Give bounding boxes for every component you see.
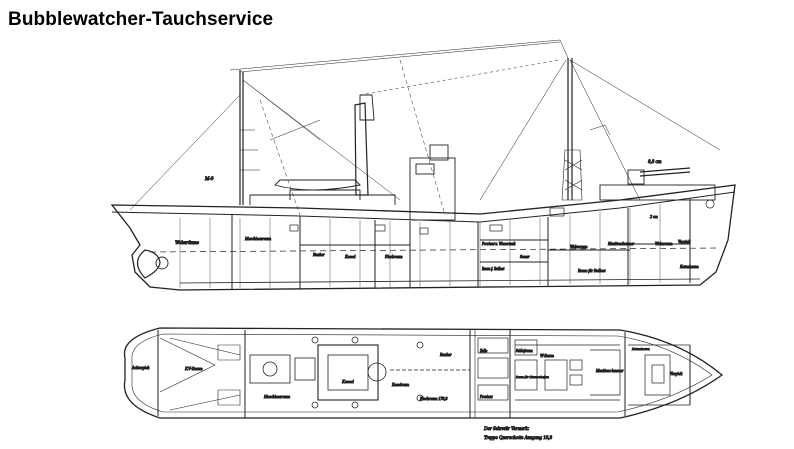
- label-raum-mannschaften: Raum für Mannschaften: [515, 375, 549, 379]
- label-raum-ballast-2: Raum für Ballast: [577, 268, 606, 273]
- side-view-labels: Wohnräume Maschinenraum Bunker Fischraum…: [175, 160, 700, 274]
- label-proviant-side: Proviant u. Wassertank: [481, 242, 516, 246]
- label-kettenkasten-plan: Kettenkasten: [631, 347, 650, 351]
- label-w-raum: W-Raum: [540, 353, 554, 358]
- label-zelle: Zelle: [480, 349, 488, 353]
- label-vorpiek-plan: Vorpiek: [670, 371, 682, 376]
- label-sonar: Sonar: [520, 254, 530, 259]
- label-fischraum-side: Fischraum: [384, 254, 402, 259]
- label-schlafraum: Schlafraum: [516, 349, 533, 353]
- label-kettenkasten-side: Kettenkasten: [679, 265, 699, 269]
- note-line-1: Der Sekretär Vermerk:: [483, 427, 530, 432]
- label-achterpiek: Achterpiek: [131, 365, 150, 370]
- label-kesselraum: Kesselraum: [391, 383, 409, 387]
- label-maschinenraum-plan: Maschinenraum: [263, 394, 290, 399]
- label-proviant-plan: Proviant: [479, 395, 493, 399]
- label-bunker-side: Bunker: [313, 252, 325, 257]
- note-line-2: Treppe Querschotte Ausgang 16,8: [484, 436, 553, 441]
- label-wohnraume: Wohnräume: [175, 241, 200, 246]
- label-bunker-plan: Bunker: [440, 352, 452, 357]
- label-kessel-side: Kessel: [344, 254, 356, 259]
- plan-view-labels: Achterpiek KV-Raum Maschinenraum Kessel …: [131, 347, 683, 442]
- label-wohnraum-fwd: Wohnraum: [655, 241, 673, 246]
- label-mast: M-9: [204, 177, 214, 182]
- label-munitionskammer: Munitionskammer: [607, 242, 635, 246]
- label-vorpiek-side: Vorpiek: [678, 239, 690, 244]
- side-elevation: [110, 39, 736, 291]
- label-munition-plan: Munitions-kammer: [595, 369, 624, 373]
- label-raum-ballast-1: Raum f. Ballast: [481, 267, 505, 271]
- label-flak: 2 cm: [650, 214, 658, 219]
- label-kv-raum: KV-Raum: [184, 366, 203, 371]
- label-gun: 8,8 cm: [648, 160, 662, 165]
- page-title: Bubblewatcher-Tauchservice: [8, 9, 274, 30]
- label-fischraum-plan: Fischraum 178,8: [419, 396, 447, 402]
- plan-view: [123, 327, 724, 419]
- label-kessel-plan: Kessel: [341, 379, 354, 384]
- label-maschinenraum-side: Maschinenraum: [244, 236, 271, 241]
- label-wohnraum-mid: Wohnraum: [570, 244, 588, 249]
